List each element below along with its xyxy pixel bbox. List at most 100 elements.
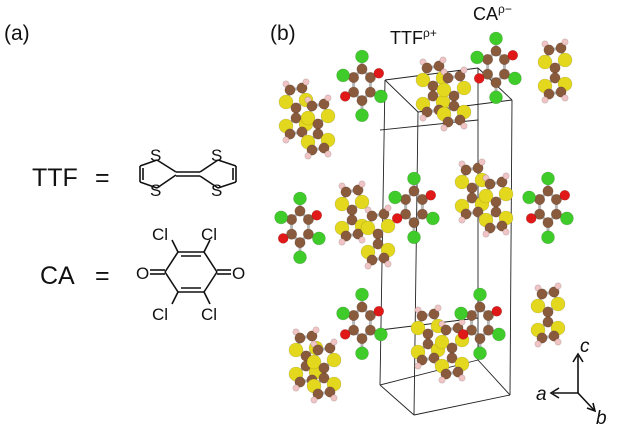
atom-h xyxy=(358,236,366,244)
atom-c xyxy=(548,330,560,342)
atom-cl xyxy=(336,306,350,321)
atom-h xyxy=(460,66,468,74)
atom-cl xyxy=(355,346,369,361)
axis-b-label: b xyxy=(596,408,607,429)
atom-c xyxy=(284,128,296,140)
atom-cl xyxy=(336,68,350,83)
atom-c xyxy=(496,220,508,232)
atom-cl xyxy=(374,89,388,104)
atom-c xyxy=(433,60,445,72)
atom-s xyxy=(530,298,546,314)
ttf-s1: S xyxy=(150,146,161,165)
ca-cl2: Cl xyxy=(201,225,217,244)
ttf-s2: S xyxy=(150,181,161,200)
atom-h xyxy=(502,228,510,236)
atom-s xyxy=(334,196,350,212)
atom-s xyxy=(300,110,316,126)
atom-c xyxy=(378,252,390,264)
axis-c-label: c xyxy=(580,336,590,357)
atom-c xyxy=(422,338,434,350)
atom-c xyxy=(466,324,478,336)
atom-c xyxy=(550,194,562,206)
atom-c xyxy=(536,288,548,300)
atom-h xyxy=(292,384,300,392)
atom-c xyxy=(550,208,562,220)
atom-h xyxy=(312,326,320,334)
atom-c xyxy=(442,116,454,128)
atom-cl xyxy=(489,31,503,46)
atom-c xyxy=(466,192,478,204)
atom-c xyxy=(536,332,548,344)
atom-c xyxy=(490,206,502,218)
atom-cl xyxy=(293,191,307,206)
atom-cl xyxy=(355,287,369,302)
atom-o xyxy=(373,305,385,317)
atom-c xyxy=(296,82,308,94)
atom-c xyxy=(286,214,298,226)
atom-c xyxy=(498,53,510,65)
atom-s xyxy=(380,218,396,234)
atom-c xyxy=(460,164,472,176)
atom-c xyxy=(448,90,460,102)
atom-cl xyxy=(489,90,503,105)
atom-cl xyxy=(522,190,536,205)
ca-cl1: Cl xyxy=(152,225,168,244)
atom-c xyxy=(356,63,368,75)
atom-cl xyxy=(374,327,388,342)
atom-c xyxy=(312,128,324,140)
atom-cl xyxy=(508,71,522,86)
atom-c xyxy=(421,62,433,74)
atom-h xyxy=(460,122,468,130)
atom-h xyxy=(304,152,312,160)
ca-o1: O xyxy=(136,264,149,283)
crystal-structure xyxy=(274,31,574,404)
atom-h xyxy=(458,216,466,224)
atom-o xyxy=(339,91,351,102)
atom-s xyxy=(557,52,573,68)
ca-cl4: Cl xyxy=(201,305,217,324)
atom-o xyxy=(507,49,519,61)
atom-s xyxy=(454,174,470,190)
atom-s xyxy=(320,108,336,124)
atom-c xyxy=(312,344,324,356)
atom-c xyxy=(318,362,330,374)
atom-c xyxy=(348,86,360,98)
atom-c xyxy=(348,309,360,321)
atom-c xyxy=(294,237,306,249)
atom-s xyxy=(288,342,304,358)
atom-o xyxy=(491,305,503,317)
atom-s xyxy=(550,296,566,312)
ttf-equals: = xyxy=(95,164,110,192)
atom-o xyxy=(311,210,323,221)
atom-c xyxy=(474,333,486,345)
atom-c xyxy=(543,44,555,56)
atom-cl xyxy=(470,50,484,65)
atom-c xyxy=(466,182,478,194)
atom-h xyxy=(358,180,366,188)
atom-c xyxy=(408,217,420,229)
atom-c xyxy=(484,178,496,190)
atom-cl xyxy=(274,210,288,225)
atom-cl xyxy=(407,171,421,186)
atom-c xyxy=(428,352,440,364)
atom-c xyxy=(408,185,420,197)
atom-c xyxy=(454,70,466,82)
atom-s xyxy=(537,54,553,70)
atom-c xyxy=(454,114,466,126)
atom-c xyxy=(348,72,360,84)
atom-c xyxy=(466,309,478,321)
atom-c xyxy=(352,228,364,240)
atom-c xyxy=(286,228,298,240)
atom-c xyxy=(400,208,412,220)
atom-c xyxy=(440,324,452,336)
atom-c xyxy=(534,194,546,206)
atom-h xyxy=(440,124,448,132)
atom-c xyxy=(543,88,555,100)
atom-c xyxy=(306,100,318,112)
atom-s xyxy=(278,94,294,110)
atom-c xyxy=(318,142,330,154)
ttf-s4: S xyxy=(211,181,222,200)
atom-c xyxy=(482,68,494,80)
atom-s xyxy=(478,188,494,204)
atom-h xyxy=(434,304,442,312)
